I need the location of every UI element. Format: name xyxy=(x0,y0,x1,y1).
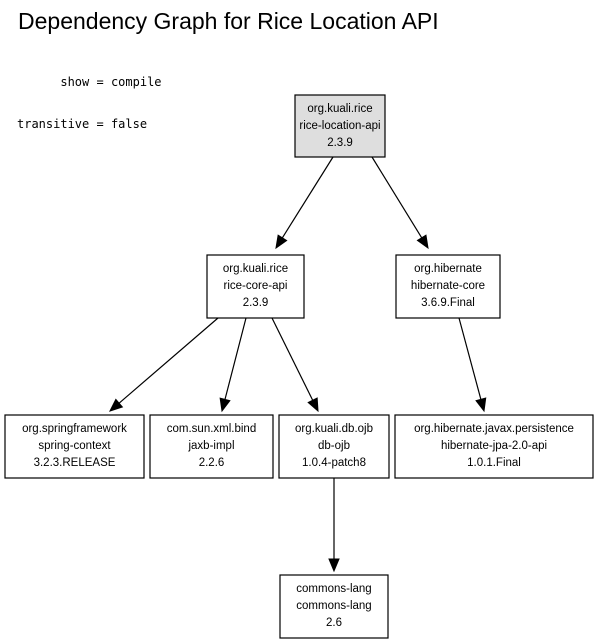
prop-key: transitive xyxy=(17,117,90,131)
node-group-label: org.kuali.rice xyxy=(307,103,372,115)
node-box xyxy=(206,254,305,319)
edge-line xyxy=(118,317,219,404)
graph-properties: show = compile transitive = false xyxy=(17,47,162,145)
node-box xyxy=(394,414,594,479)
edge-hibernate-core-to-hibernate-jpa xyxy=(458,317,487,413)
node-spring-context[interactable]: org.springframework spring-context 3.2.3.R… xyxy=(4,414,145,479)
node-artifact-label: hibernate-core xyxy=(411,280,485,292)
arrowhead xyxy=(219,397,231,413)
node-box xyxy=(395,254,501,319)
node-box xyxy=(279,574,389,639)
node-rice-core-api[interactable]: org.kuali.rice rice-core-api 2.3.9 xyxy=(206,254,305,319)
edge-rice-core-api-to-spring-context xyxy=(109,317,219,412)
edge-line xyxy=(458,317,482,400)
node-version-label: 3.2.3.RELEASE xyxy=(34,457,116,469)
edge-db-ojb-to-commons-lang xyxy=(328,478,340,573)
arrowhead xyxy=(475,397,487,413)
arrowhead xyxy=(416,234,429,250)
edges-layer xyxy=(109,156,487,573)
node-commons-lang[interactable]: commons-lang commons-lang 2.6 xyxy=(279,574,389,639)
prop-transitive: transitive = false xyxy=(17,117,148,131)
prop-value: compile xyxy=(110,75,162,89)
node-db-ojb[interactable]: org.kuali.db.ojb db-ojb 1.0.4-patch8 xyxy=(278,414,390,479)
node-jaxb-impl[interactable]: com.sun.xml.bind jaxb-impl 2.2.6 xyxy=(149,414,274,479)
prop-value: false xyxy=(110,117,148,131)
arrowhead xyxy=(109,398,124,412)
node-box xyxy=(4,414,145,479)
node-version-label: 2.6 xyxy=(326,617,342,629)
edge-rice-location-api-to-hibernate-core xyxy=(371,156,429,250)
edge-rice-core-api-to-jaxb-impl xyxy=(219,317,247,413)
node-version-label: 2.3.9 xyxy=(243,297,269,309)
node-group-label: commons-lang xyxy=(296,583,371,595)
prop-key: show xyxy=(60,75,90,89)
node-version-label: 2.3.9 xyxy=(327,137,353,149)
node-version-label: 1.0.1.Final xyxy=(467,457,521,469)
nodes-layer: org.kuali.ricerice-location-api2.3.9org.… xyxy=(4,94,594,639)
node-rice-location-api[interactable]: org.kuali.rice rice-location-api 2.3.9 xyxy=(294,94,386,158)
node-version-label: 2.2.6 xyxy=(199,457,225,469)
arrowhead xyxy=(328,558,340,573)
node-artifact-label: db-ojb xyxy=(318,440,350,452)
node-group-label: org.hibernate xyxy=(414,263,482,275)
edge-rice-core-api-to-db-ojb xyxy=(271,317,319,413)
node-group-label: org.springframework xyxy=(22,423,127,435)
node-box xyxy=(278,414,390,479)
node-artifact-label: jaxb-impl xyxy=(187,440,234,452)
arrowhead xyxy=(307,397,319,413)
edge-line xyxy=(224,317,247,400)
edge-line xyxy=(281,156,334,239)
node-group-label: com.sun.xml.bind xyxy=(167,423,256,435)
node-hibernate-core[interactable]: org.hibernate hibernate-core 3.6.9.Final xyxy=(395,254,501,319)
node-group-label: org.hibernate.javax.persistence xyxy=(414,423,574,435)
node-group-label: org.kuali.db.ojb xyxy=(295,423,373,435)
node-artifact-label: rice-core-api xyxy=(224,280,288,292)
arrowhead xyxy=(275,234,288,250)
node-artifact-label: spring-context xyxy=(38,440,111,452)
edge-line xyxy=(371,156,423,239)
edge-rice-location-api-to-rice-core-api xyxy=(275,156,334,250)
node-artifact-label: rice-location-api xyxy=(299,120,380,132)
graph-title: Dependency Graph for Rice Location API xyxy=(18,8,439,34)
node-artifact-label: commons-lang xyxy=(296,600,371,612)
edge-line xyxy=(271,317,314,401)
node-version-label: 3.6.9.Final xyxy=(421,297,475,309)
node-artifact-label: hibernate-jpa-2.0-api xyxy=(441,440,547,452)
node-box xyxy=(149,414,274,479)
node-box xyxy=(294,94,386,158)
node-group-label: org.kuali.rice xyxy=(223,263,288,275)
node-version-label: 1.0.4-patch8 xyxy=(302,457,366,469)
node-hibernate-jpa[interactable]: org.hibernate.javax.persistence hibernate… xyxy=(394,414,594,479)
prop-show: show = compile xyxy=(60,75,162,89)
